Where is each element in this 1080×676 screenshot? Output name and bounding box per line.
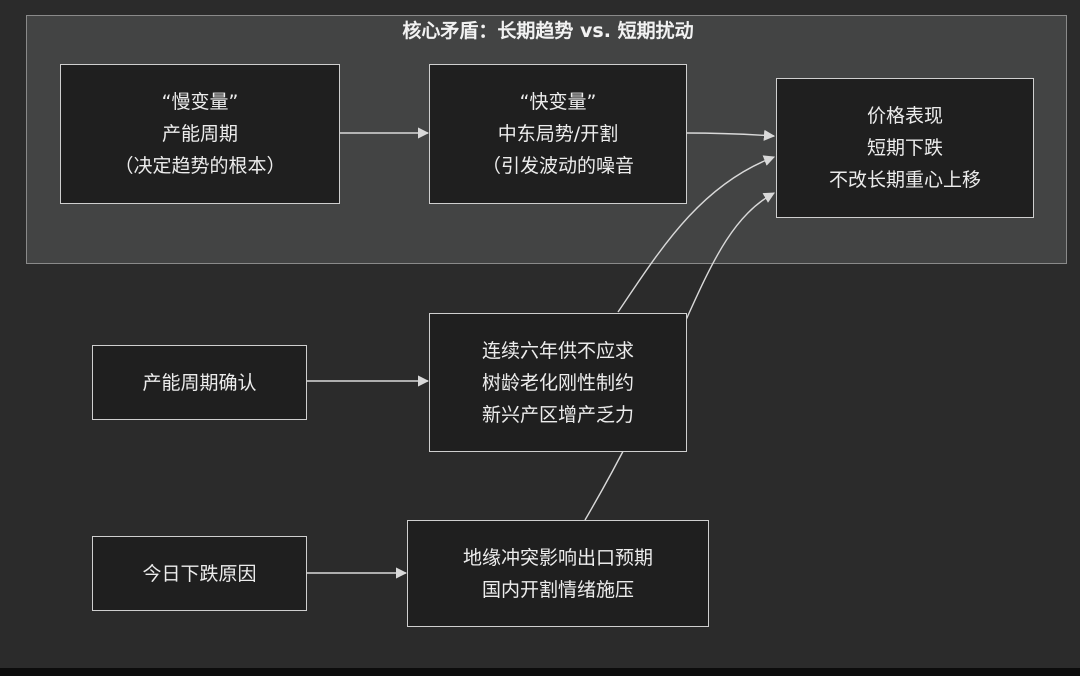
slow-variable-node: “慢变量” 产能周期 （决定趋势的根本）: [60, 64, 340, 204]
drop-causes-node: 地缘冲突影响出口预期 国内开割情绪施压: [407, 520, 709, 627]
price-line-3: 不改长期重心上移: [828, 169, 981, 191]
supply-facts-line-3: 新兴产区增产乏力: [481, 403, 634, 426]
slow-variable-line-3: （决定趋势的根本）: [114, 155, 286, 177]
cluster-title: 核心矛盾：长期趋势 vs. 短期扰动: [402, 20, 694, 42]
supply-facts-line-1: 连续六年供不应求: [481, 339, 634, 362]
edge-supply-to-price: [617, 155, 776, 313]
fast-variable-line-1: “快变量”: [519, 91, 597, 113]
today-reason-node: 今日下跌原因: [92, 536, 307, 611]
supply-facts-node: 连续六年供不应求 树龄老化刚性制约 新兴产区增产乏力: [429, 313, 687, 452]
drop-causes-line-2: 国内开割情绪施压: [481, 578, 634, 601]
edge-fast-to-price: [685, 129, 776, 141]
price-line-1: 价格表现: [866, 105, 943, 127]
price-performance-node: 价格表现 短期下跌 不改长期重心上移: [776, 78, 1034, 218]
fast-variable-node: “快变量” 中东局势/开割 （引发波动的噪音: [429, 64, 687, 204]
fast-variable-line-2: 中东局势/开割: [497, 123, 619, 145]
price-line-2: 短期下跌: [866, 137, 943, 159]
bottom-edge-bar: [0, 668, 1080, 676]
capacity-confirm-node: 产能周期确认: [92, 345, 307, 420]
capacity-confirm-label: 产能周期确认: [142, 371, 257, 394]
drop-causes-line-1: 地缘冲突影响出口预期: [462, 546, 653, 569]
fast-variable-line-3: （引发波动的噪音: [481, 155, 634, 177]
slow-variable-line-1: “慢变量”: [161, 91, 239, 113]
today-reason-label: 今日下跌原因: [142, 562, 257, 585]
supply-facts-line-2: 树龄老化刚性制约: [481, 371, 634, 394]
slow-variable-line-2: 产能周期: [161, 123, 238, 145]
